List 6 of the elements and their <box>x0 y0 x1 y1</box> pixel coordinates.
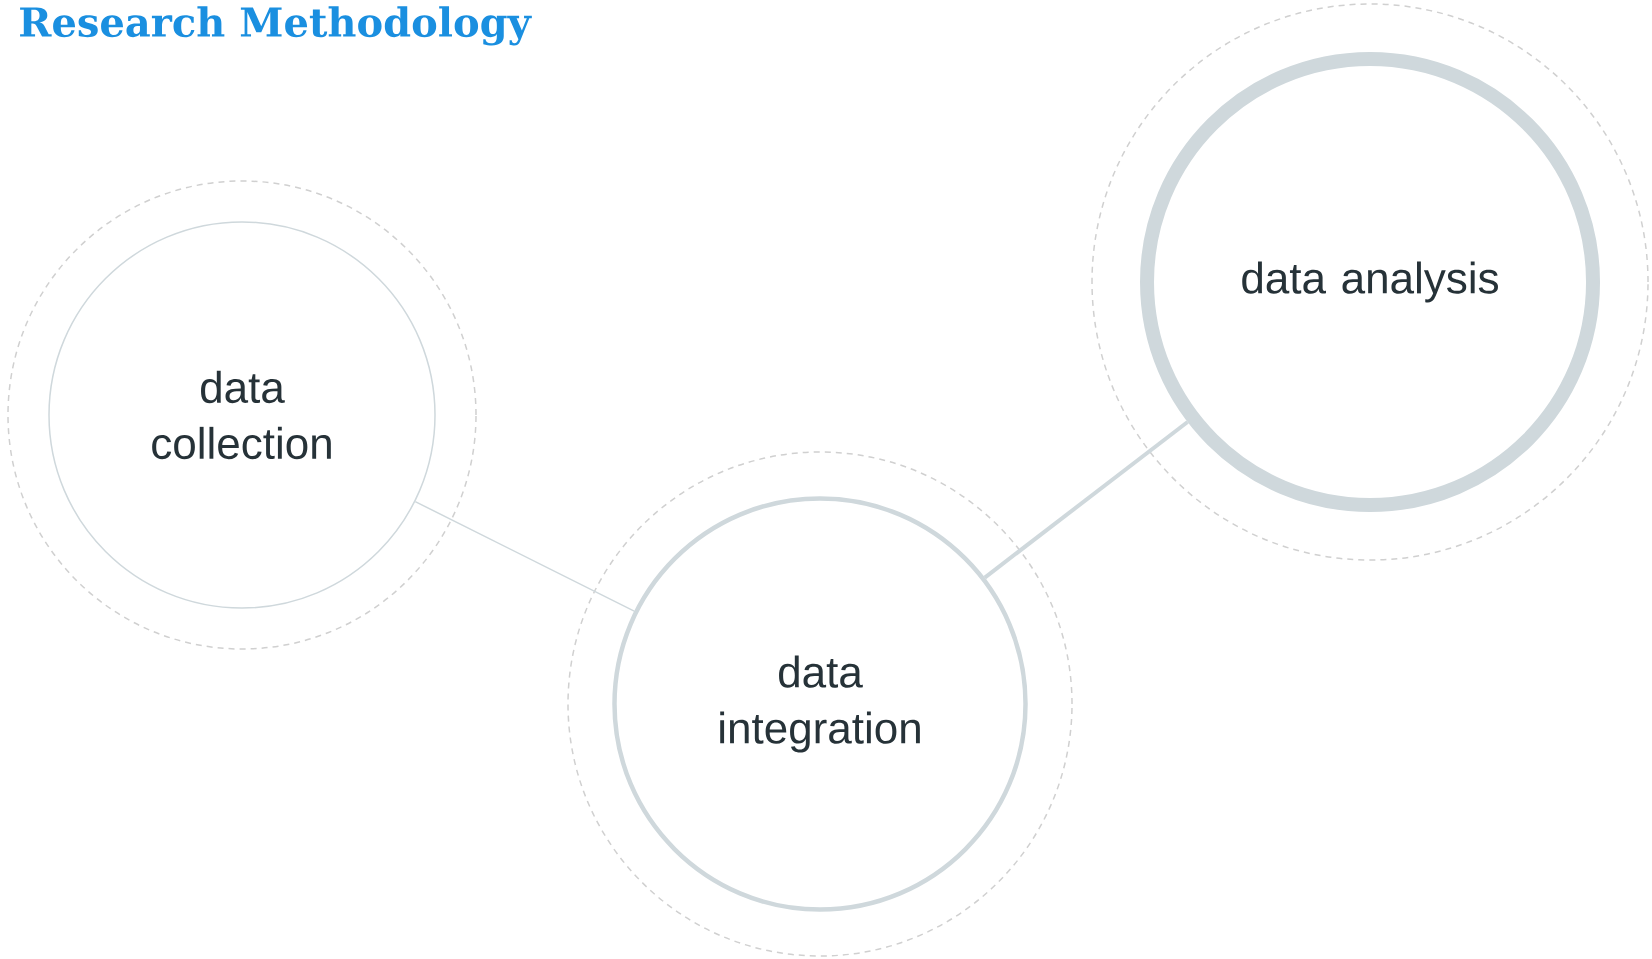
title: Research Methodology <box>20 6 532 46</box>
connector-line <box>414 500 635 612</box>
circle-node: data collection <box>48 221 436 609</box>
circle-node: data analysis <box>1140 52 1600 512</box>
connector-line <box>983 420 1189 580</box>
circle-node: data integration <box>612 496 1028 912</box>
